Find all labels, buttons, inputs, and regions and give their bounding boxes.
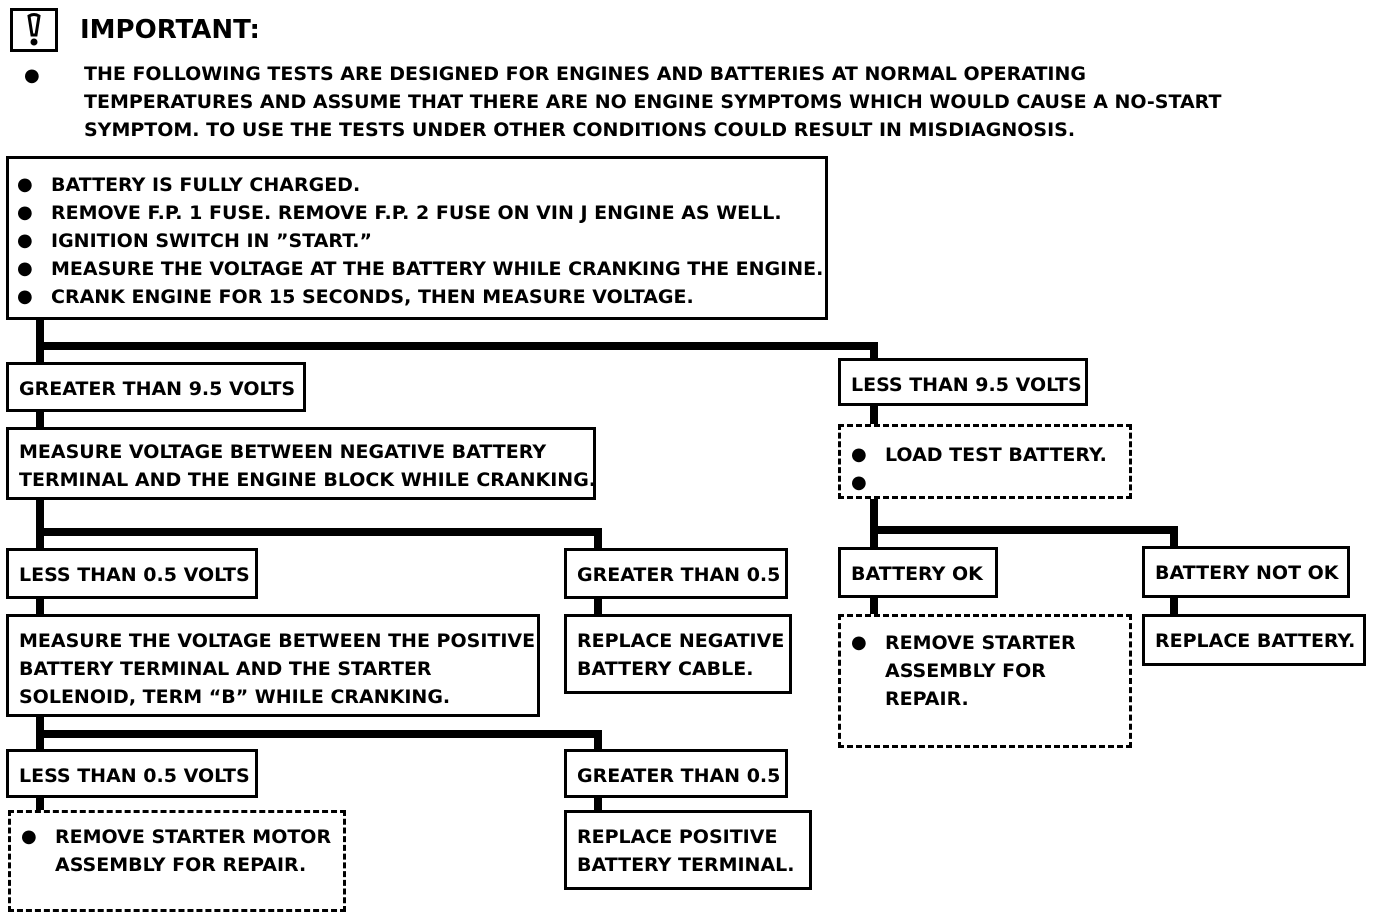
connector-start-down (36, 316, 44, 366)
remove-starter-line-2: ASSEMBLY FOR (885, 660, 1046, 682)
load-test-label: LOAD TEST BATTERY. (885, 444, 1107, 466)
battery-ok-box: BATTERY OK (838, 547, 998, 598)
greater-than-0-5-label-b: GREATER THAN 0.5 (577, 765, 781, 787)
note-line-1: THE FOLLOWING TESTS ARE DESIGNED FOR ENG… (84, 63, 1086, 85)
connector-notok-down (1170, 595, 1178, 617)
start-item-2: REMOVE F.P. 1 FUSE. REMOVE F.P. 2 FUSE O… (51, 202, 782, 224)
less-than-0-5-box-b: LESS THAN 0.5 VOLTS (6, 749, 258, 798)
start-item-1: BATTERY IS FULLY CHARGED. (51, 174, 361, 196)
connector-load-right-down (1170, 526, 1178, 550)
connector-top-horizontal (36, 342, 878, 350)
connector-neg-right-down (594, 528, 602, 551)
less-than-0-5-box-a: LESS THAN 0.5 VOLTS (6, 548, 258, 599)
connector-l05b-down (36, 795, 44, 813)
less-than-9-5-box: LESS THAN 9.5 VOLTS (838, 358, 1088, 406)
replace-positive-box: REPLACE POSITIVE BATTERY TERMINAL. (564, 810, 812, 890)
remove-starter-bullet: ● (851, 632, 867, 653)
greater-than-9-5-box: GREATER THAN 9.5 VOLTS (6, 362, 306, 412)
connector-pos-horizontal (36, 730, 602, 738)
replace-negative-box: REPLACE NEGATIVE BATTERY CABLE. (564, 614, 792, 694)
measure-negative-line-2: TERMINAL AND THE ENGINE BLOCK WHILE CRAN… (19, 469, 597, 491)
less-than-9-5-label: LESS THAN 9.5 VOLTS (851, 374, 1082, 396)
replace-negative-line-1: REPLACE NEGATIVE (577, 630, 785, 652)
remove-motor-line-2: ASSEMBLY FOR REPAIR. (55, 854, 307, 876)
start-bullet-2: ● (17, 202, 33, 223)
load-test-bullet-1: ● (851, 444, 867, 465)
connector-neg-horizontal (36, 528, 602, 536)
connector-load-horizontal (870, 526, 1178, 534)
connector-g05b-down (594, 795, 602, 813)
note-bullet: ● (24, 65, 40, 86)
replace-positive-line-1: REPLACE POSITIVE (577, 826, 778, 848)
connector-g05a-down (594, 596, 602, 618)
less-than-0-5-label-a: LESS THAN 0.5 VOLTS (19, 564, 250, 586)
measure-negative-box: MEASURE VOLTAGE BETWEEN NEGATIVE BATTERY… (6, 427, 596, 500)
remove-starter-line-3: REPAIR. (885, 688, 969, 710)
start-conditions-box: ● BATTERY IS FULLY CHARGED. ● REMOVE F.P… (6, 156, 828, 320)
replace-negative-line-2: BATTERY CABLE. (577, 658, 754, 680)
note-line-2: TEMPERATURES AND ASSUME THAT THERE ARE N… (84, 91, 1222, 113)
greater-than-9-5-label: GREATER THAN 9.5 VOLTS (19, 378, 296, 400)
start-bullet-5: ● (17, 286, 33, 307)
measure-positive-line-3: SOLENOID, TERM “B” WHILE CRANKING. (19, 686, 451, 708)
start-bullet-3: ● (17, 230, 33, 251)
load-test-bullet-2: ● (851, 472, 867, 493)
connector-right-down (870, 342, 878, 366)
remove-starter-assembly-box: ● REMOVE STARTER ASSEMBLY FOR REPAIR. (838, 614, 1132, 748)
remove-starter-line-1: REMOVE STARTER (885, 632, 1076, 654)
measure-positive-box: MEASURE THE VOLTAGE BETWEEN THE POSITIVE… (6, 614, 540, 717)
connector-l05a-down (36, 596, 44, 618)
remove-motor-bullet: ● (21, 826, 37, 847)
replace-positive-line-2: BATTERY TERMINAL. (577, 854, 795, 876)
greater-than-0-5-label-a: GREATER THAN 0.5 (577, 564, 781, 586)
connector-load-down (870, 496, 878, 550)
connector-pos-right-down (594, 730, 602, 752)
connector-g95-down (36, 409, 44, 431)
battery-ok-label: BATTERY OK (851, 563, 983, 585)
measure-negative-line-1: MEASURE VOLTAGE BETWEEN NEGATIVE BATTERY (19, 441, 547, 463)
measure-positive-line-1: MEASURE THE VOLTAGE BETWEEN THE POSITIVE (19, 630, 536, 652)
replace-battery-label: REPLACE BATTERY. (1155, 630, 1356, 652)
less-than-0-5-label-b: LESS THAN 0.5 VOLTS (19, 765, 250, 787)
page-title: IMPORTANT: (80, 15, 260, 45)
connector-ok-down (870, 595, 878, 617)
start-item-4: MEASURE THE VOLTAGE AT THE BATTERY WHILE… (51, 258, 824, 280)
replace-battery-box: REPLACE BATTERY. (1142, 614, 1366, 666)
load-test-box: ● ● LOAD TEST BATTERY. (838, 424, 1132, 499)
start-item-5: CRANK ENGINE FOR 15 SECONDS, THEN MEASUR… (51, 286, 694, 308)
greater-than-0-5-box-a: GREATER THAN 0.5 (564, 548, 788, 599)
connector-l95-down (870, 403, 878, 427)
note-line-3: SYMPTOM. TO USE THE TESTS UNDER OTHER CO… (84, 119, 1076, 141)
remove-starter-motor-box: ● REMOVE STARTER MOTOR ASSEMBLY FOR REPA… (8, 810, 346, 912)
greater-than-0-5-box-b: GREATER THAN 0.5 (564, 749, 788, 798)
measure-positive-line-2: BATTERY TERMINAL AND THE STARTER (19, 658, 432, 680)
connector-neg-down (36, 497, 44, 551)
battery-not-ok-box: BATTERY NOT OK (1142, 546, 1350, 598)
start-bullet-1: ● (17, 174, 33, 195)
warning-icon (10, 8, 58, 52)
battery-not-ok-label: BATTERY NOT OK (1155, 562, 1339, 584)
remove-motor-line-1: REMOVE STARTER MOTOR (55, 826, 332, 848)
start-item-3: IGNITION SWITCH IN ”START.” (51, 230, 372, 252)
start-bullet-4: ● (17, 258, 33, 279)
